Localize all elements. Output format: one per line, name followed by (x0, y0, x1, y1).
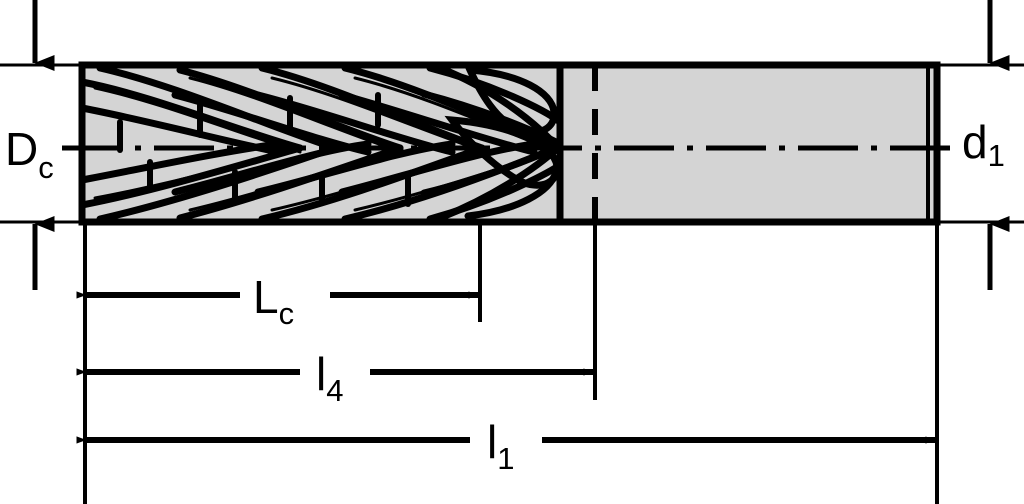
end-teeth-group (436, 64, 564, 222)
dc-symbol: D (5, 123, 38, 175)
lc-subscript: c (279, 296, 295, 331)
end-tooth-edge (436, 142, 564, 222)
helix-line (78, 78, 304, 152)
relief-line (188, 148, 404, 212)
d1-subscript: 1 (988, 138, 1005, 173)
end-tooth-loop (464, 66, 558, 136)
dc-subscript: c (38, 150, 54, 185)
dimension-d1: d1 (962, 0, 1010, 290)
dimension-lc: Lc (76, 271, 479, 331)
dimension-dc: Dc (5, 0, 55, 290)
end-tooth-edge (436, 64, 564, 154)
l4-subscript: 4 (326, 373, 343, 408)
dimension-l1: l1 (76, 416, 936, 476)
l1-symbol: l (487, 416, 497, 468)
relief-line (93, 148, 302, 200)
lc-label: Lc (253, 271, 294, 331)
flute-section (78, 61, 564, 226)
l4-symbol: l (316, 348, 326, 400)
d1-label: d1 (962, 116, 1005, 173)
dc-label: Dc (5, 123, 54, 185)
relief-line (270, 148, 488, 212)
l1-label: l1 (487, 416, 514, 476)
l4-label: l4 (316, 348, 343, 408)
dimension-l4: l4 (76, 348, 594, 408)
relief-line (188, 76, 404, 154)
relief-line (353, 148, 560, 212)
gash-marks (117, 92, 411, 207)
end-tooth-loop (464, 168, 560, 220)
lc-symbol: L (253, 271, 279, 323)
d1-symbol: d (962, 116, 988, 168)
l1-subscript: 1 (497, 441, 514, 476)
